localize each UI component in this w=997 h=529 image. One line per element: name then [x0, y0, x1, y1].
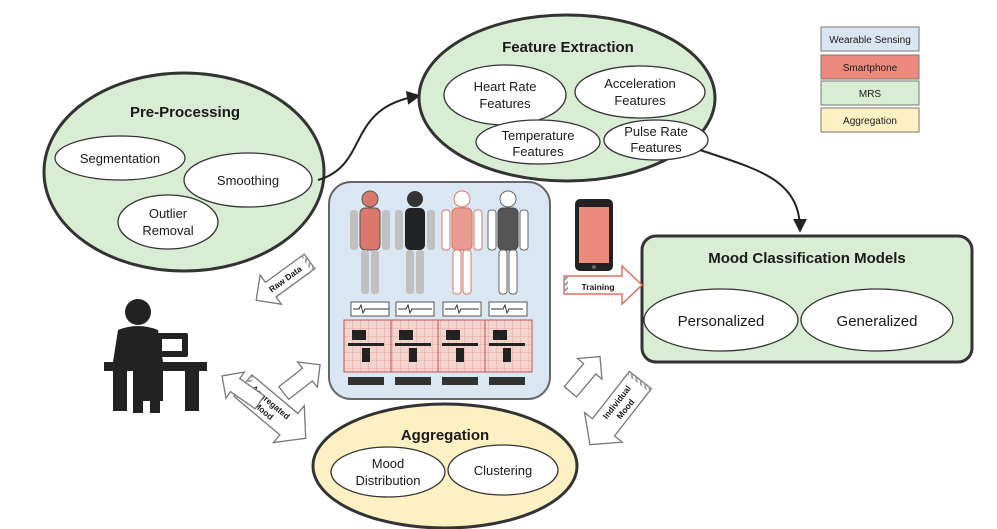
signal-strips	[350, 301, 528, 317]
outlier-label: Outlier	[149, 206, 188, 221]
segmentation-ellipse	[54, 135, 186, 181]
acc-features-line1: Acceleration	[604, 76, 676, 91]
individual-mood-arrow: Individual Mood	[583, 370, 653, 446]
segmentation-label: Segmentation	[80, 151, 160, 166]
legend-swatch-smartphone	[820, 54, 920, 80]
hr-features-ellipse	[443, 64, 567, 126]
smoothing-ellipse	[183, 152, 313, 208]
hr-features-line2: Features	[479, 96, 531, 111]
connector-preproc-to-features	[317, 90, 421, 181]
legend-label-smartphone: Smartphone	[843, 63, 898, 74]
personalized-ellipse	[643, 288, 799, 352]
pulse-features-ellipse	[603, 119, 709, 161]
office-scenes	[343, 319, 533, 385]
aggregation-node: Aggregation Mood Distribution Clustering	[311, 402, 579, 529]
connector-features-to-models	[699, 149, 807, 233]
legend-swatch-wearable	[820, 26, 920, 52]
body-silhouette-temperature-icon	[441, 190, 483, 295]
temp-features-ellipse	[475, 119, 601, 165]
preprocessing-node: Pre-Processing Segmentation Smoothing Ou…	[42, 71, 326, 273]
temp-features-line2: Features	[512, 144, 564, 159]
legend-swatch-mrs	[820, 80, 920, 106]
mood-distribution-line2: Distribution	[355, 473, 420, 488]
body-silhouette-acceleration-icon	[395, 191, 435, 294]
clustering-label: Clustering	[474, 463, 533, 478]
outlier-removal-ellipse	[117, 194, 219, 250]
temp-features-line1: Temperature	[502, 128, 575, 143]
feature-extraction-title: Feature Extraction	[502, 39, 634, 56]
body-silhouette-pulse-icon	[487, 190, 529, 295]
legend: Wearable Sensing Smartphone MRS Aggregat…	[820, 26, 920, 133]
user-at-desk-icon	[104, 299, 207, 413]
hr-features-line1: Heart Rate	[474, 79, 537, 94]
legend-label-mrs: MRS	[859, 89, 882, 100]
aggregation-to-models-arrow	[563, 355, 603, 398]
body-silhouette-heart-rate-icon	[350, 190, 390, 294]
pulse-features-line2: Features	[630, 140, 682, 155]
acc-features-ellipse	[574, 65, 706, 119]
to-user-arrow	[221, 371, 266, 410]
training-label: Training	[581, 282, 614, 292]
mood-classification-node: Mood Classification Models Personalized …	[640, 234, 974, 364]
preprocessing-title: Pre-Processing	[130, 104, 240, 121]
generalized-ellipse	[800, 288, 954, 352]
aggregation-to-panel-arrow	[277, 361, 321, 401]
removal-label: Removal	[142, 223, 193, 238]
mood-distribution-ellipse	[330, 446, 446, 498]
legend-swatch-aggregation	[820, 107, 920, 133]
personalized-label: Personalized	[678, 313, 765, 330]
feature-extraction-node: Feature Extraction Heart Rate Features A…	[417, 13, 717, 183]
training-arrow: Training	[563, 264, 644, 306]
mood-models-title: Mood Classification Models	[708, 250, 906, 267]
generalized-label: Generalized	[837, 313, 918, 330]
smoothing-label: Smoothing	[217, 173, 279, 188]
smartphone-icon	[575, 199, 613, 271]
legend-label-aggregation: Aggregation	[843, 116, 897, 127]
acc-features-line2: Features	[614, 93, 666, 108]
aggregation-title: Aggregation	[401, 427, 489, 444]
mood-distribution-line1: Mood	[372, 456, 405, 471]
clustering-ellipse	[447, 444, 559, 496]
pulse-features-line1: Pulse Rate	[624, 124, 688, 139]
wearable-sensing-panel	[328, 181, 551, 400]
legend-label-wearable: Wearable Sensing	[829, 35, 911, 46]
